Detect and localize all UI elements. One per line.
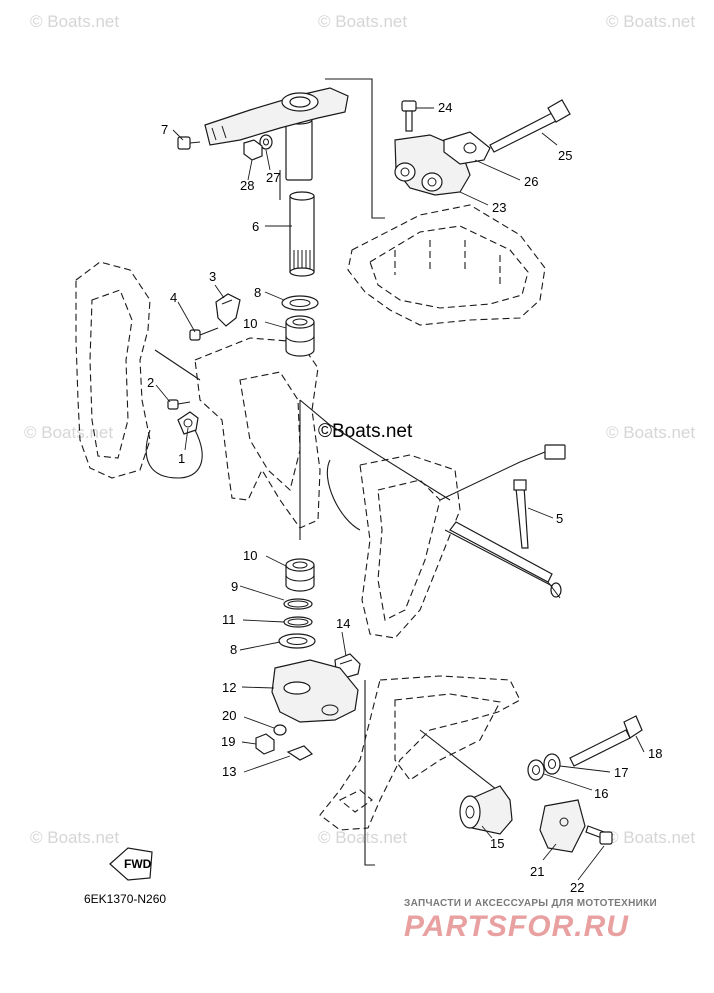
watermark: © Boats.net xyxy=(30,12,119,31)
callout-21: 21 xyxy=(530,864,544,879)
washer-part-20 xyxy=(273,724,287,736)
callout-2: 2 xyxy=(147,375,154,390)
callout-13: 13 xyxy=(222,764,236,779)
callout-17: 17 xyxy=(614,765,628,780)
lower-bracket-part-12 xyxy=(271,659,359,723)
steering-arm xyxy=(204,87,349,146)
callout-23: 23 xyxy=(492,200,506,215)
bushing-part-10-lower xyxy=(285,558,315,592)
watermarks: © Boats.net © Boats.net © Boats.net © Bo… xyxy=(24,12,695,847)
callout-22: 22 xyxy=(570,880,584,895)
watermark: © Boats.net xyxy=(318,12,407,31)
watermark: © Boats.net xyxy=(606,12,695,31)
callout-14: 14 xyxy=(336,616,350,631)
watermark-center: ©Boats.net xyxy=(318,421,413,442)
callout-11: 11 xyxy=(222,612,236,627)
bushing-part-10-upper xyxy=(285,315,315,357)
nut-part-19 xyxy=(255,733,275,755)
plate-part-26 xyxy=(443,131,491,165)
callout-1: 1 xyxy=(178,451,185,466)
cable-part-5 xyxy=(439,444,566,549)
callout-9: 9 xyxy=(231,579,238,594)
washer-part-17 xyxy=(543,753,561,775)
diagram-code: 6EK1370-N260 xyxy=(84,892,166,906)
nut-part-28 xyxy=(243,139,263,161)
callout-6: 6 xyxy=(252,219,259,234)
callout-20: 20 xyxy=(222,708,236,723)
oring-part-11 xyxy=(283,616,313,628)
washer-part-8-lower xyxy=(278,633,316,649)
callout-numbers: 7 27 28 24 25 26 23 6 8 10 3 4 2 1 5 10 … xyxy=(147,100,662,895)
housing-outlines xyxy=(75,204,546,831)
clip-part-3 xyxy=(215,293,241,327)
callout-27: 27 xyxy=(266,170,280,185)
callout-16: 16 xyxy=(594,786,608,801)
callout-18: 18 xyxy=(648,746,662,761)
rubber-mount-part-15 xyxy=(459,785,513,835)
washer-part-8-upper xyxy=(281,295,319,311)
watermark: © Boats.net xyxy=(606,828,695,847)
callout-26: 26 xyxy=(524,174,538,189)
cover-part-21 xyxy=(539,799,586,853)
callout-8-lower: 8 xyxy=(230,642,237,657)
callout-3: 3 xyxy=(209,269,216,284)
callout-7: 7 xyxy=(161,122,168,137)
bolt-part-7 xyxy=(177,136,201,150)
callout-4: 4 xyxy=(170,290,177,305)
callout-19: 19 xyxy=(221,734,235,749)
callout-10-lower: 10 xyxy=(243,548,257,563)
callout-10-upper: 10 xyxy=(243,316,257,331)
bolt-part-22 xyxy=(585,825,613,845)
oring-part-9 xyxy=(283,598,313,610)
callout-leaders xyxy=(155,107,645,881)
callout-8-upper: 8 xyxy=(254,285,261,300)
washer-part-16 xyxy=(527,759,545,781)
tilt-tube xyxy=(449,521,562,599)
callout-25: 25 xyxy=(558,148,572,163)
washer-part-27 xyxy=(259,134,273,150)
clip-part-13 xyxy=(286,745,314,761)
steering-shaft-part-6 xyxy=(285,115,315,277)
callout-5: 5 xyxy=(556,511,563,526)
watermark: © Boats.net xyxy=(318,828,407,847)
bolt-part-24 xyxy=(401,100,417,132)
fitting-part-1 xyxy=(177,411,199,435)
fwd-arrow: FWD xyxy=(109,847,153,881)
callout-28: 28 xyxy=(240,178,254,193)
bolt-part-2 xyxy=(167,399,191,410)
fwd-label: FWD xyxy=(124,857,152,871)
bolt-part-18 xyxy=(569,715,643,767)
bolt-part-25 xyxy=(489,99,571,153)
promo-subtitle: ЗАПЧАСТИ И АКСЕССУАРЫ ДЛЯ МОТОТЕХНИКИ xyxy=(404,898,657,909)
callout-15: 15 xyxy=(490,836,504,851)
watermark: © Boats.net xyxy=(24,423,113,442)
assembly-lines xyxy=(145,78,561,866)
screw-part-4 xyxy=(189,327,219,341)
callout-12: 12 xyxy=(222,680,236,695)
callout-24: 24 xyxy=(438,100,452,115)
watermark: © Boats.net xyxy=(606,423,695,442)
watermark: © Boats.net xyxy=(30,828,119,847)
promo-brand: PARTSFOR.RU xyxy=(404,910,629,943)
